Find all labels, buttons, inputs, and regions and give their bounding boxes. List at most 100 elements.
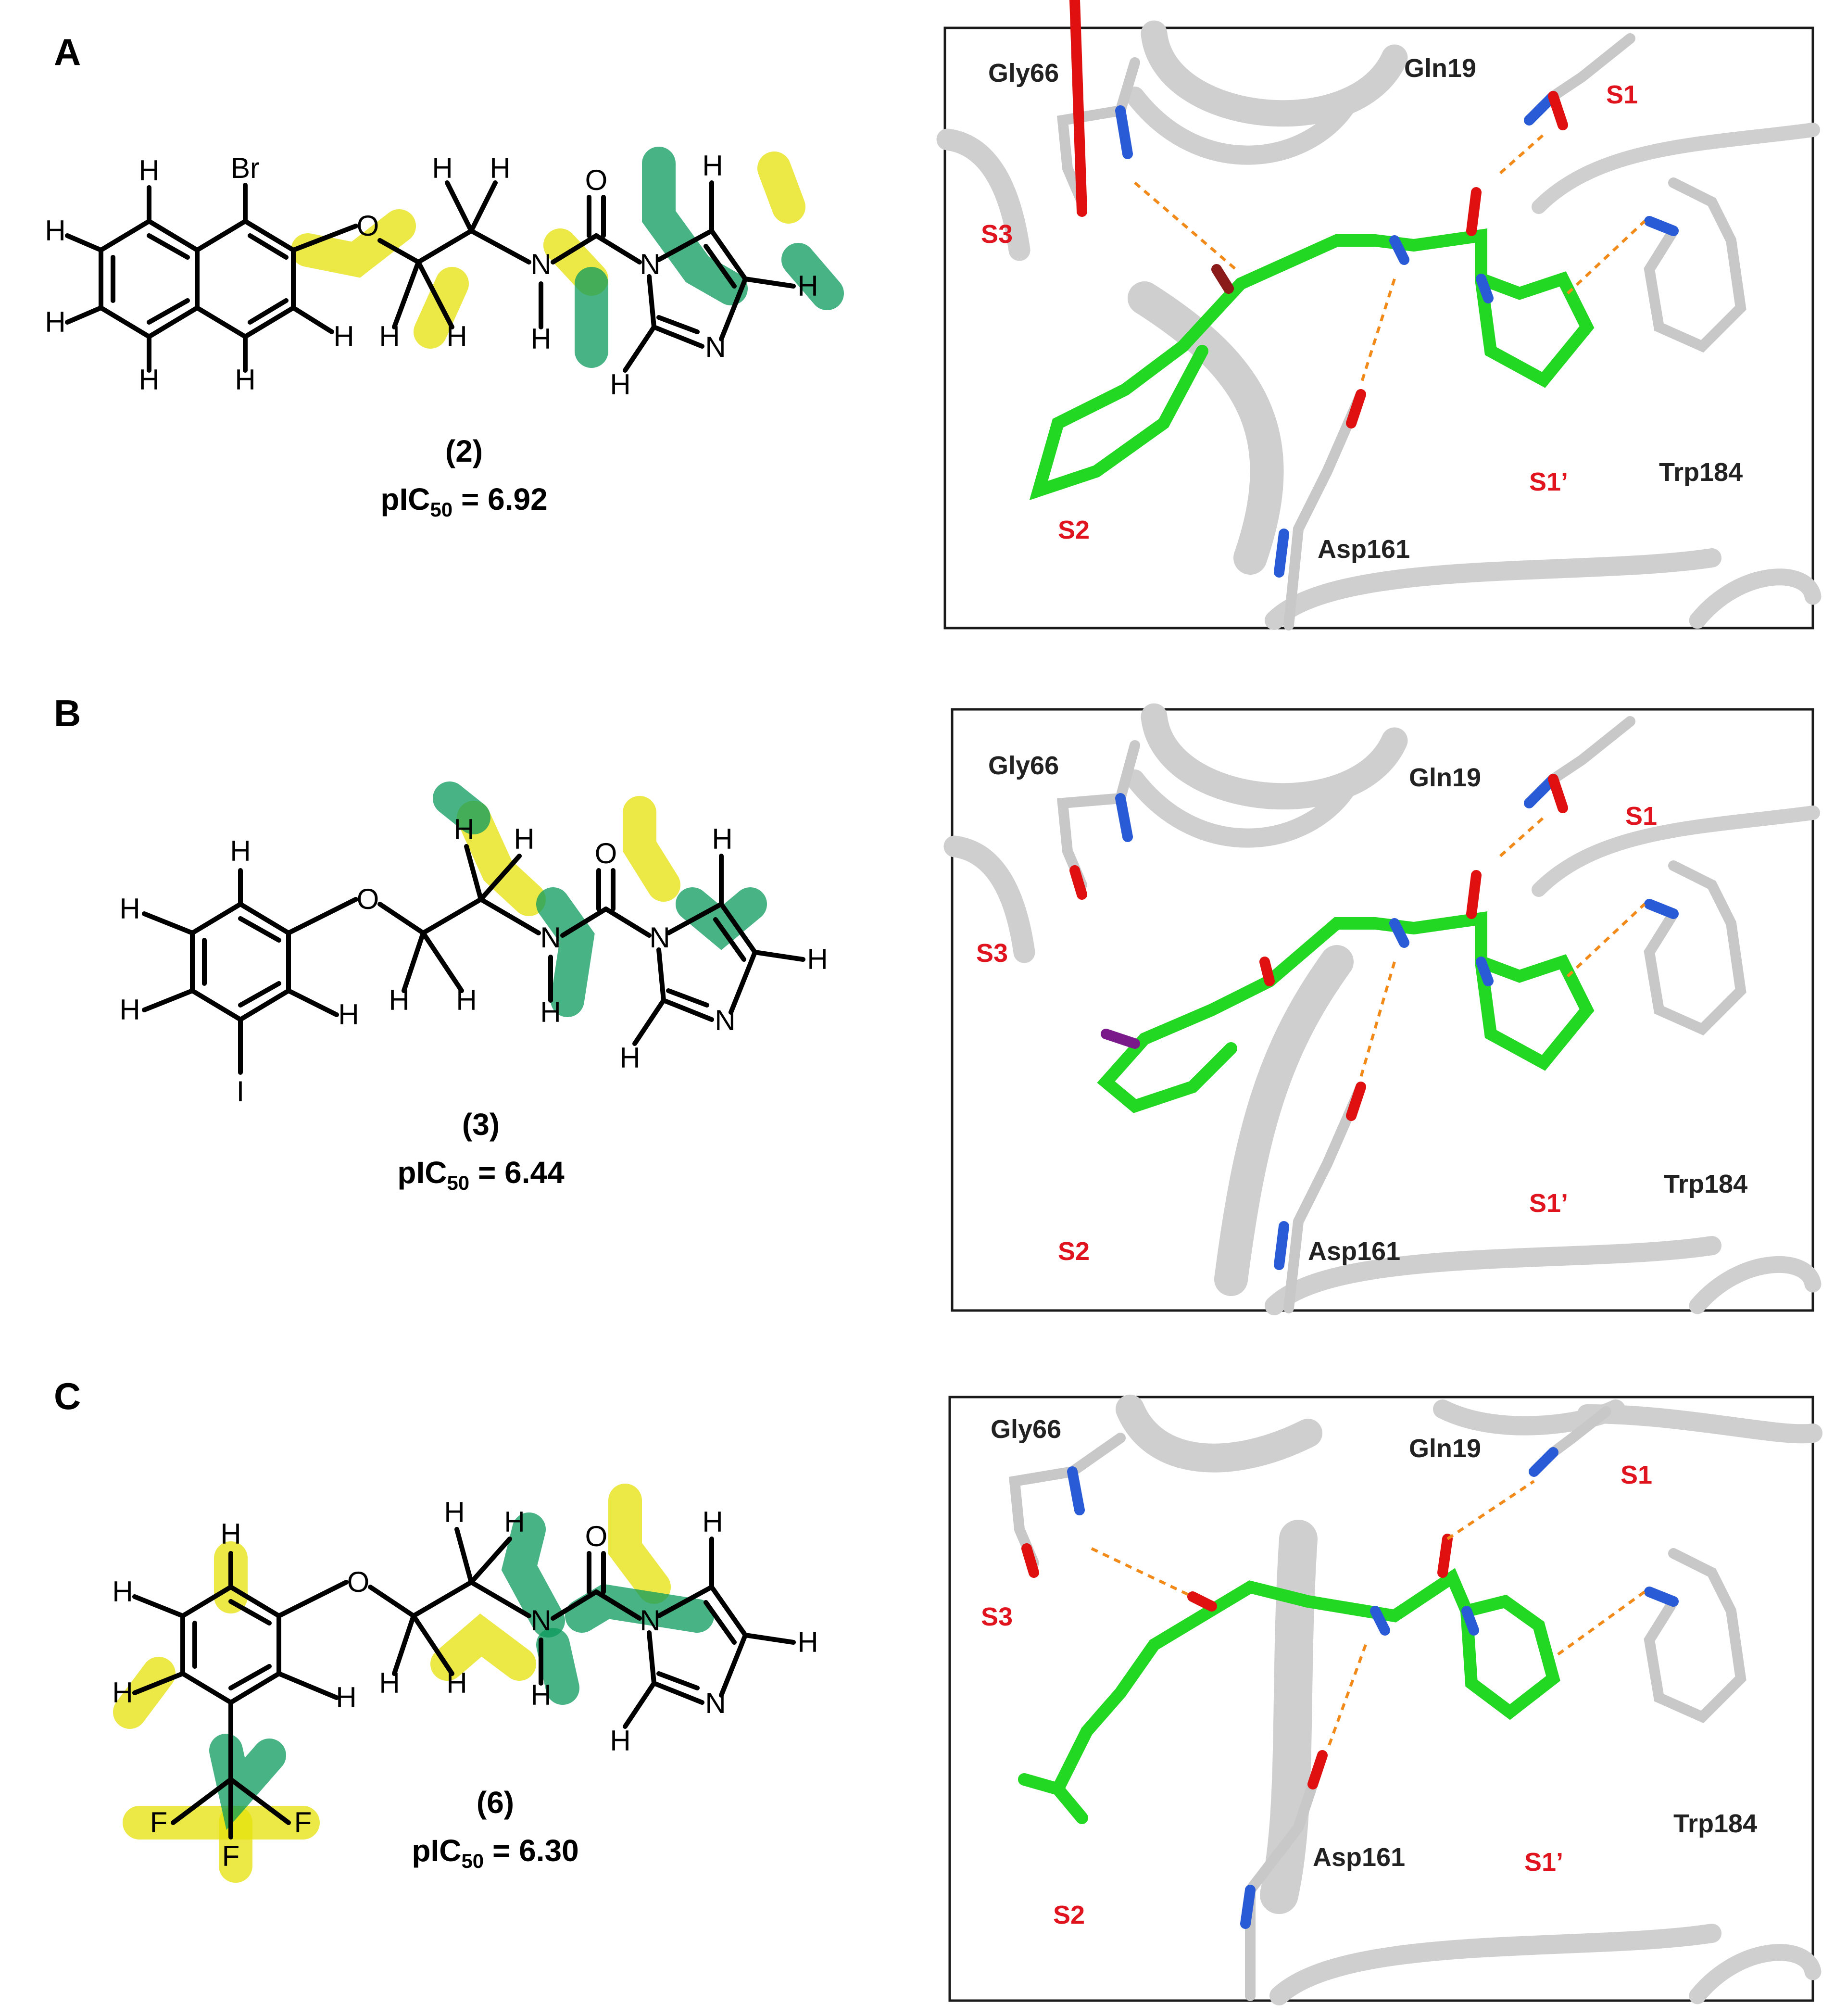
pic50-label: pIC50 = 6.44 — [397, 1155, 565, 1194]
atom-h: H — [230, 835, 251, 867]
residue-label-asp161: Asp161 — [1308, 1237, 1400, 1266]
compound-label: (3) — [462, 1107, 500, 1142]
fluorine-atom: F — [294, 1806, 312, 1839]
residue-label-gly66: Gly66 — [988, 751, 1059, 780]
atom-h: H — [138, 154, 159, 187]
imidazole-nitrogen: N — [715, 1004, 735, 1036]
panel-c: C — [54, 1375, 1822, 2005]
atom-h: H — [797, 270, 818, 302]
residue-label-trp184: Trp184 — [1659, 458, 1743, 487]
compound-label: (2) — [445, 434, 483, 468]
atom-h: H — [702, 1506, 723, 1538]
atom-h: H — [530, 1679, 551, 1711]
atom-h: H — [504, 1506, 525, 1538]
carbonyl-oxygen: O — [585, 164, 608, 196]
imidazole-nitrogen: N — [705, 331, 726, 363]
atom-h: H — [338, 998, 359, 1031]
amide-nitrogen: N — [540, 921, 561, 954]
atom-h: H — [610, 368, 630, 401]
carbonyl-oxygen: O — [585, 1520, 608, 1552]
site-label-s1-prime: S1’ — [1529, 1189, 1568, 1218]
ether-oxygen: O — [357, 883, 379, 915]
residue-label-gln19: Gln19 — [1409, 1434, 1481, 1463]
residue-label-asp161: Asp161 — [1313, 1843, 1405, 1872]
binding-site-view-c: Gly66 Gln19 Trp184 Asp161 S3 S1 S1’ S2 — [948, 1395, 1822, 2005]
atom-h: H — [540, 996, 561, 1028]
atom-h: H — [444, 1496, 465, 1528]
site-label-s1: S1 — [1621, 1461, 1652, 1489]
atom-h: H — [45, 306, 65, 338]
compound-label: (6) — [477, 1785, 514, 1820]
atom-h: H — [490, 152, 510, 184]
atom-h: H — [138, 364, 159, 396]
residue-label-trp184: Trp184 — [1664, 1170, 1747, 1198]
binding-site-view-a: Gly66 Gln19 Trp184 Asp161 S3 S1 S1’ S2 — [936, 0, 1822, 630]
amide-nitrogen: N — [530, 1604, 551, 1637]
atom-h: H — [379, 1667, 400, 1699]
atom-h: H — [112, 1575, 133, 1608]
atom-h: H — [112, 1676, 133, 1709]
site-label-s1: S1 — [1606, 80, 1638, 109]
carbonyl-oxygen: O — [595, 837, 617, 869]
atom-h: H — [235, 364, 255, 396]
amide-nitrogen: N — [530, 248, 551, 280]
panel-b: B — [54, 692, 1822, 1315]
atom-h: H — [712, 823, 732, 855]
atom-h: H — [797, 1626, 818, 1658]
site-label-s3: S3 — [981, 220, 1013, 249]
iodine-atom: I — [237, 1075, 245, 1108]
site-label-s3: S3 — [981, 1602, 1013, 1631]
atom-h: H — [446, 320, 467, 353]
imidazole-nitrogen: N — [640, 1604, 660, 1637]
structure-6: H H H H F F F O H H H H N H O N H H N H — [112, 1484, 818, 1883]
panel-letter: C — [54, 1375, 81, 1417]
atom-h: H — [446, 1667, 467, 1699]
panel-a: A — [45, 0, 1822, 630]
residue-label-gly66: Gly66 — [991, 1415, 1061, 1444]
panel-letter: A — [54, 31, 81, 73]
atom-h: H — [456, 984, 477, 1016]
binding-site-view-b: Gly66 Gln19 Trp184 Asp161 S3 S1 S1’ S2 — [943, 703, 1822, 1315]
site-label-s2: S2 — [1053, 1901, 1085, 1929]
atom-h: H — [220, 1518, 241, 1550]
bromine-atom: Br — [231, 152, 260, 184]
site-label-s2: S2 — [1058, 516, 1090, 544]
pic50-label: pIC50 = 6.30 — [412, 1833, 578, 1872]
panel-letter: B — [54, 692, 81, 734]
atom-h: H — [389, 984, 409, 1016]
atom-h: H — [379, 320, 400, 353]
imidazole-nitrogen: N — [640, 248, 660, 280]
site-label-s3: S3 — [976, 939, 1008, 968]
pic50-label: pIC50 = 6.92 — [380, 482, 547, 521]
atom-h: H — [619, 1042, 640, 1074]
imidazole-nitrogen: N — [705, 1687, 726, 1719]
atom-h: H — [432, 152, 452, 184]
residue-label-gln19: Gln19 — [1404, 54, 1476, 83]
atom-h: H — [453, 813, 474, 845]
residue-label-gln19: Gln19 — [1409, 763, 1481, 792]
structure-3: H H H I H O H H H H N H O N H H N H — [119, 781, 828, 1108]
atom-h: H — [702, 150, 723, 182]
atom-h: H — [530, 323, 551, 355]
atom-h: H — [333, 320, 354, 353]
atom-h: H — [119, 893, 140, 925]
site-label-s2: S2 — [1058, 1237, 1090, 1266]
residue-label-asp161: Asp161 — [1318, 535, 1410, 564]
atom-h: H — [514, 823, 534, 855]
structure-2: Br H H H H H H O H H H H N H O N H H N H — [45, 147, 844, 401]
atom-h: H — [336, 1681, 356, 1714]
fluorine-atom: F — [222, 1840, 240, 1872]
atom-h: H — [807, 943, 828, 975]
ether-oxygen: O — [357, 210, 379, 242]
imidazole-nitrogen: N — [649, 921, 670, 954]
site-label-s1-prime: S1’ — [1524, 1848, 1563, 1877]
residue-label-gly66: Gly66 — [988, 59, 1059, 88]
atom-h: H — [119, 994, 140, 1026]
ether-oxygen: O — [347, 1566, 370, 1598]
residue-label-trp184: Trp184 — [1673, 1809, 1757, 1838]
site-label-s1: S1 — [1625, 802, 1657, 831]
fluorine-atom: F — [150, 1806, 168, 1839]
atom-h: H — [610, 1725, 630, 1757]
atom-h: H — [45, 214, 65, 247]
